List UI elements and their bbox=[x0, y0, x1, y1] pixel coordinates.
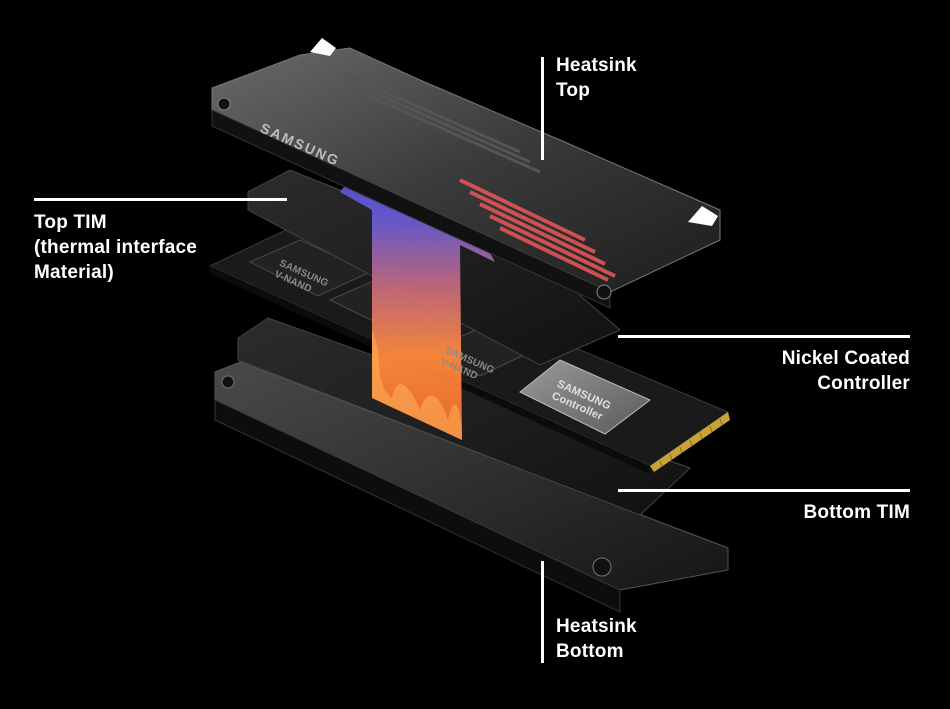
heatsink-top-leader bbox=[541, 57, 544, 160]
nickel-controller-line1: Nickel Coated bbox=[781, 348, 910, 369]
bottom-tim-leader bbox=[618, 489, 910, 492]
bottom-tim-text: Bottom TIM bbox=[803, 502, 910, 523]
top-tim-leader bbox=[34, 198, 287, 201]
heatsink-top-part bbox=[211, 38, 721, 309]
nickel-controller-label: Nickel Coated Controller bbox=[782, 346, 910, 396]
top-tim-line1: Top TIM bbox=[34, 212, 107, 233]
heatsink-bottom-leader bbox=[541, 561, 544, 663]
nickel-controller-line2: Controller bbox=[817, 373, 910, 394]
heatsink-bottom-line1: Heatsink bbox=[556, 616, 637, 637]
heatsink-top-line1: Heatsink bbox=[556, 55, 637, 76]
heatsink-top-label: Heatsink Top bbox=[556, 53, 637, 103]
heatsink-bottom-label: Heatsink Bottom bbox=[556, 614, 637, 664]
bottom-tim-label: Bottom TIM bbox=[804, 500, 910, 525]
top-tim-line2: (thermal interface bbox=[34, 237, 198, 258]
top-tim-line3: Material) bbox=[34, 262, 114, 283]
top-tim-label: Top TIM (thermal interface Material) bbox=[34, 210, 197, 285]
heatsink-bottom-line2: Bottom bbox=[556, 641, 624, 662]
heatsink-top-line2: Top bbox=[556, 80, 591, 101]
heatsink-bottom-part bbox=[214, 361, 729, 613]
nickel-controller-leader bbox=[618, 335, 910, 338]
